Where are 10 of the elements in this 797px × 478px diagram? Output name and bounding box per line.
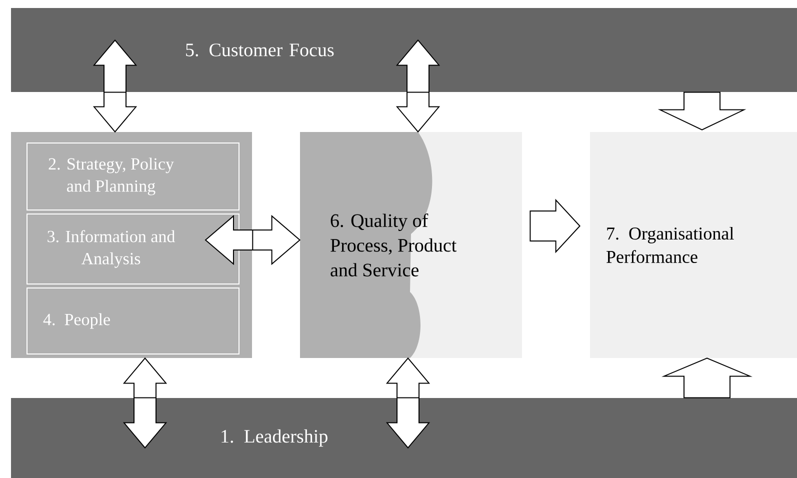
block-arrow <box>658 92 746 130</box>
block-arrow <box>530 198 580 254</box>
band: 1. Leadership <box>11 398 797 478</box>
band: 5. Customer Focus <box>11 8 797 92</box>
block-arrow <box>662 358 752 398</box>
process-box: 2. Strategy, Policy and Planning <box>26 142 240 210</box>
result-box: 7. Organisational Performance <box>590 132 797 358</box>
process-box: 4. People <box>26 288 240 354</box>
process-box: 6. Quality of Process, Product and Service <box>300 132 522 358</box>
process-box: 3. Information and Analysis <box>26 214 240 284</box>
